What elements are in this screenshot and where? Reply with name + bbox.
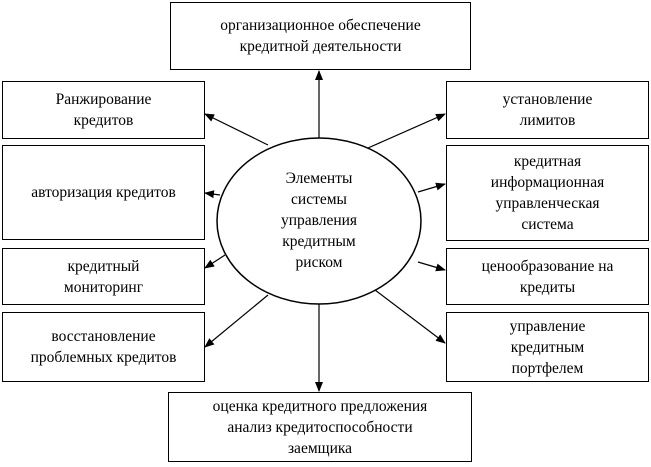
box-left-1: Ранжирование кредитов bbox=[2, 81, 205, 139]
box-right-2-label: кредитная информационная управленческая … bbox=[490, 153, 605, 233]
box-top: организационное обеспечение кредитной де… bbox=[170, 2, 471, 70]
box-left-3: кредитный мониторинг bbox=[2, 248, 205, 305]
arrow-to-right-1 bbox=[367, 113, 446, 149]
box-right-4-label: управление кредитным портфелем bbox=[509, 317, 586, 377]
box-left-4-label: восстановление проблемных кредитов bbox=[30, 328, 177, 366]
center-label: Элементы системы управления кредитным ри… bbox=[280, 169, 358, 271]
box-left-1-label: Ранжирование кредитов bbox=[55, 91, 152, 129]
arrow-to-right-3 bbox=[417, 261, 446, 272]
box-left-3-label: кредитный мониторинг bbox=[63, 257, 144, 296]
box-right-1: установление лимитов bbox=[446, 81, 649, 139]
box-bottom-label: оценка кредитного предложения анализ кре… bbox=[212, 397, 428, 457]
box-left-2: авторизация кредитов bbox=[2, 145, 205, 240]
box-right-3: ценообразование на кредиты bbox=[446, 248, 649, 305]
arrow-to-left-3 bbox=[204, 254, 226, 269]
center-label-container: Элементы системы управления кредитным ри… bbox=[222, 140, 416, 300]
box-left-4: восстановление проблемных кредитов bbox=[2, 312, 205, 382]
arrow-to-left-4 bbox=[204, 294, 269, 348]
box-right-2: кредитная информационная управленческая … bbox=[446, 145, 649, 241]
arrow-to-left-2 bbox=[204, 190, 221, 199]
arrow-to-right-4 bbox=[374, 289, 446, 344]
box-bottom: оценка кредитного предложения анализ кре… bbox=[168, 392, 472, 462]
box-left-2-label: авторизация кредитов bbox=[31, 184, 176, 201]
box-right-3-label: ценообразование на кредиты bbox=[481, 257, 614, 296]
box-right-1-label: установление лимитов bbox=[502, 91, 593, 129]
box-right-4: управление кредитным портфелем bbox=[446, 312, 649, 382]
box-top-label: организационное обеспечение кредитной де… bbox=[220, 17, 421, 55]
arrow-to-right-2 bbox=[417, 182, 446, 193]
arrow-to-left-1 bbox=[204, 113, 269, 146]
